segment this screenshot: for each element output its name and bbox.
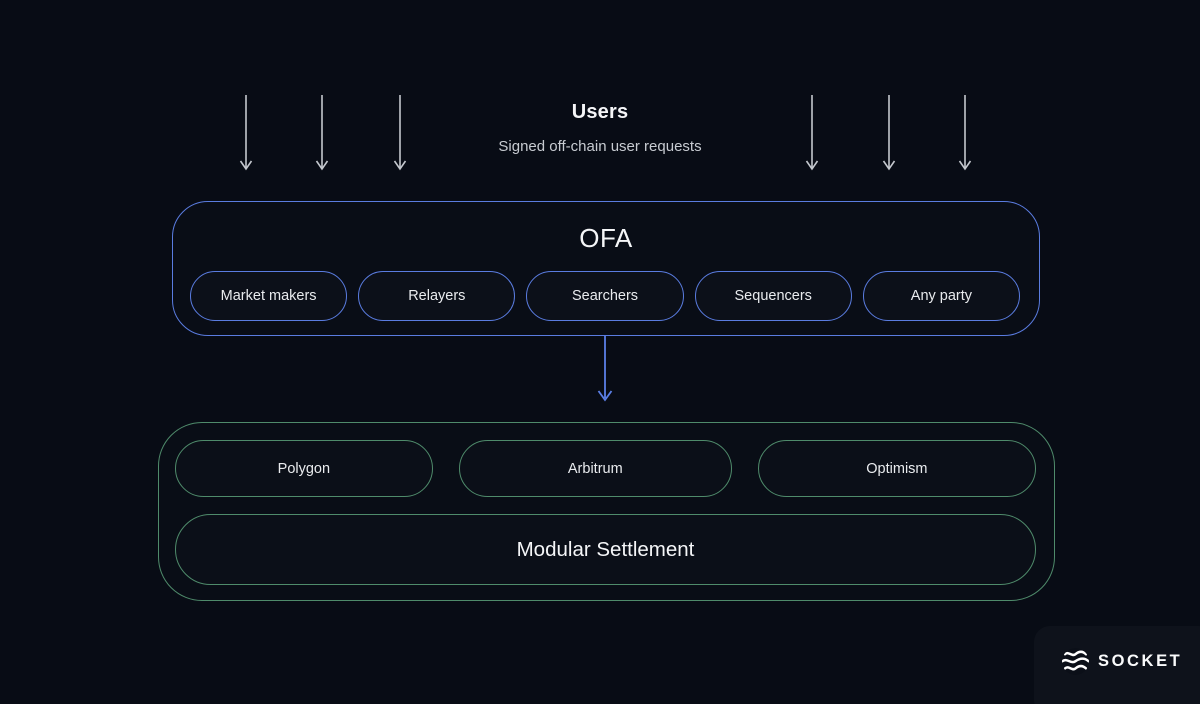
modular-settlement-pill: Modular Settlement <box>175 514 1036 585</box>
ofa-pill-relayers: Relayers <box>358 271 516 321</box>
chain-pill-arbitrum: Arbitrum <box>458 440 732 497</box>
users-title: Users <box>571 101 629 123</box>
chain-pill-polygon: Polygon <box>175 440 433 497</box>
down-arrow-icon <box>315 95 329 171</box>
socket-logo-text: SOCKET <box>1098 652 1183 670</box>
socket-wave-sphere-icon <box>1062 648 1089 675</box>
socket-logo: SOCKET <box>1062 648 1182 675</box>
ofa-pill-searchers: Searchers <box>526 271 684 321</box>
down-arrow-icon <box>958 95 972 171</box>
chain-pill-row: Polygon Arbitrum Optimism <box>175 440 1036 497</box>
ofa-pill-market-makers: Market makers <box>190 271 348 321</box>
settlement-box: Polygon Arbitrum Optimism Modular Settle… <box>158 422 1055 601</box>
ofa-box: OFA Market makers Relayers Searchers Seq… <box>172 201 1040 336</box>
chain-pill-optimism: Optimism <box>757 440 1036 497</box>
down-arrow-icon <box>393 95 407 171</box>
down-arrow-icon <box>805 95 819 171</box>
users-subtitle: Signed off-chain user requests <box>498 138 702 155</box>
down-arrow-icon <box>882 95 896 171</box>
ofa-title: OFA <box>579 223 633 253</box>
down-arrow-icon <box>239 95 253 171</box>
ofa-pill-row: Market makers Relayers Searchers Sequenc… <box>190 271 1021 321</box>
flow-down-arrow-icon <box>597 336 613 402</box>
ofa-pill-sequencers: Sequencers <box>694 271 852 321</box>
ofa-pill-any-party: Any party <box>862 271 1021 321</box>
